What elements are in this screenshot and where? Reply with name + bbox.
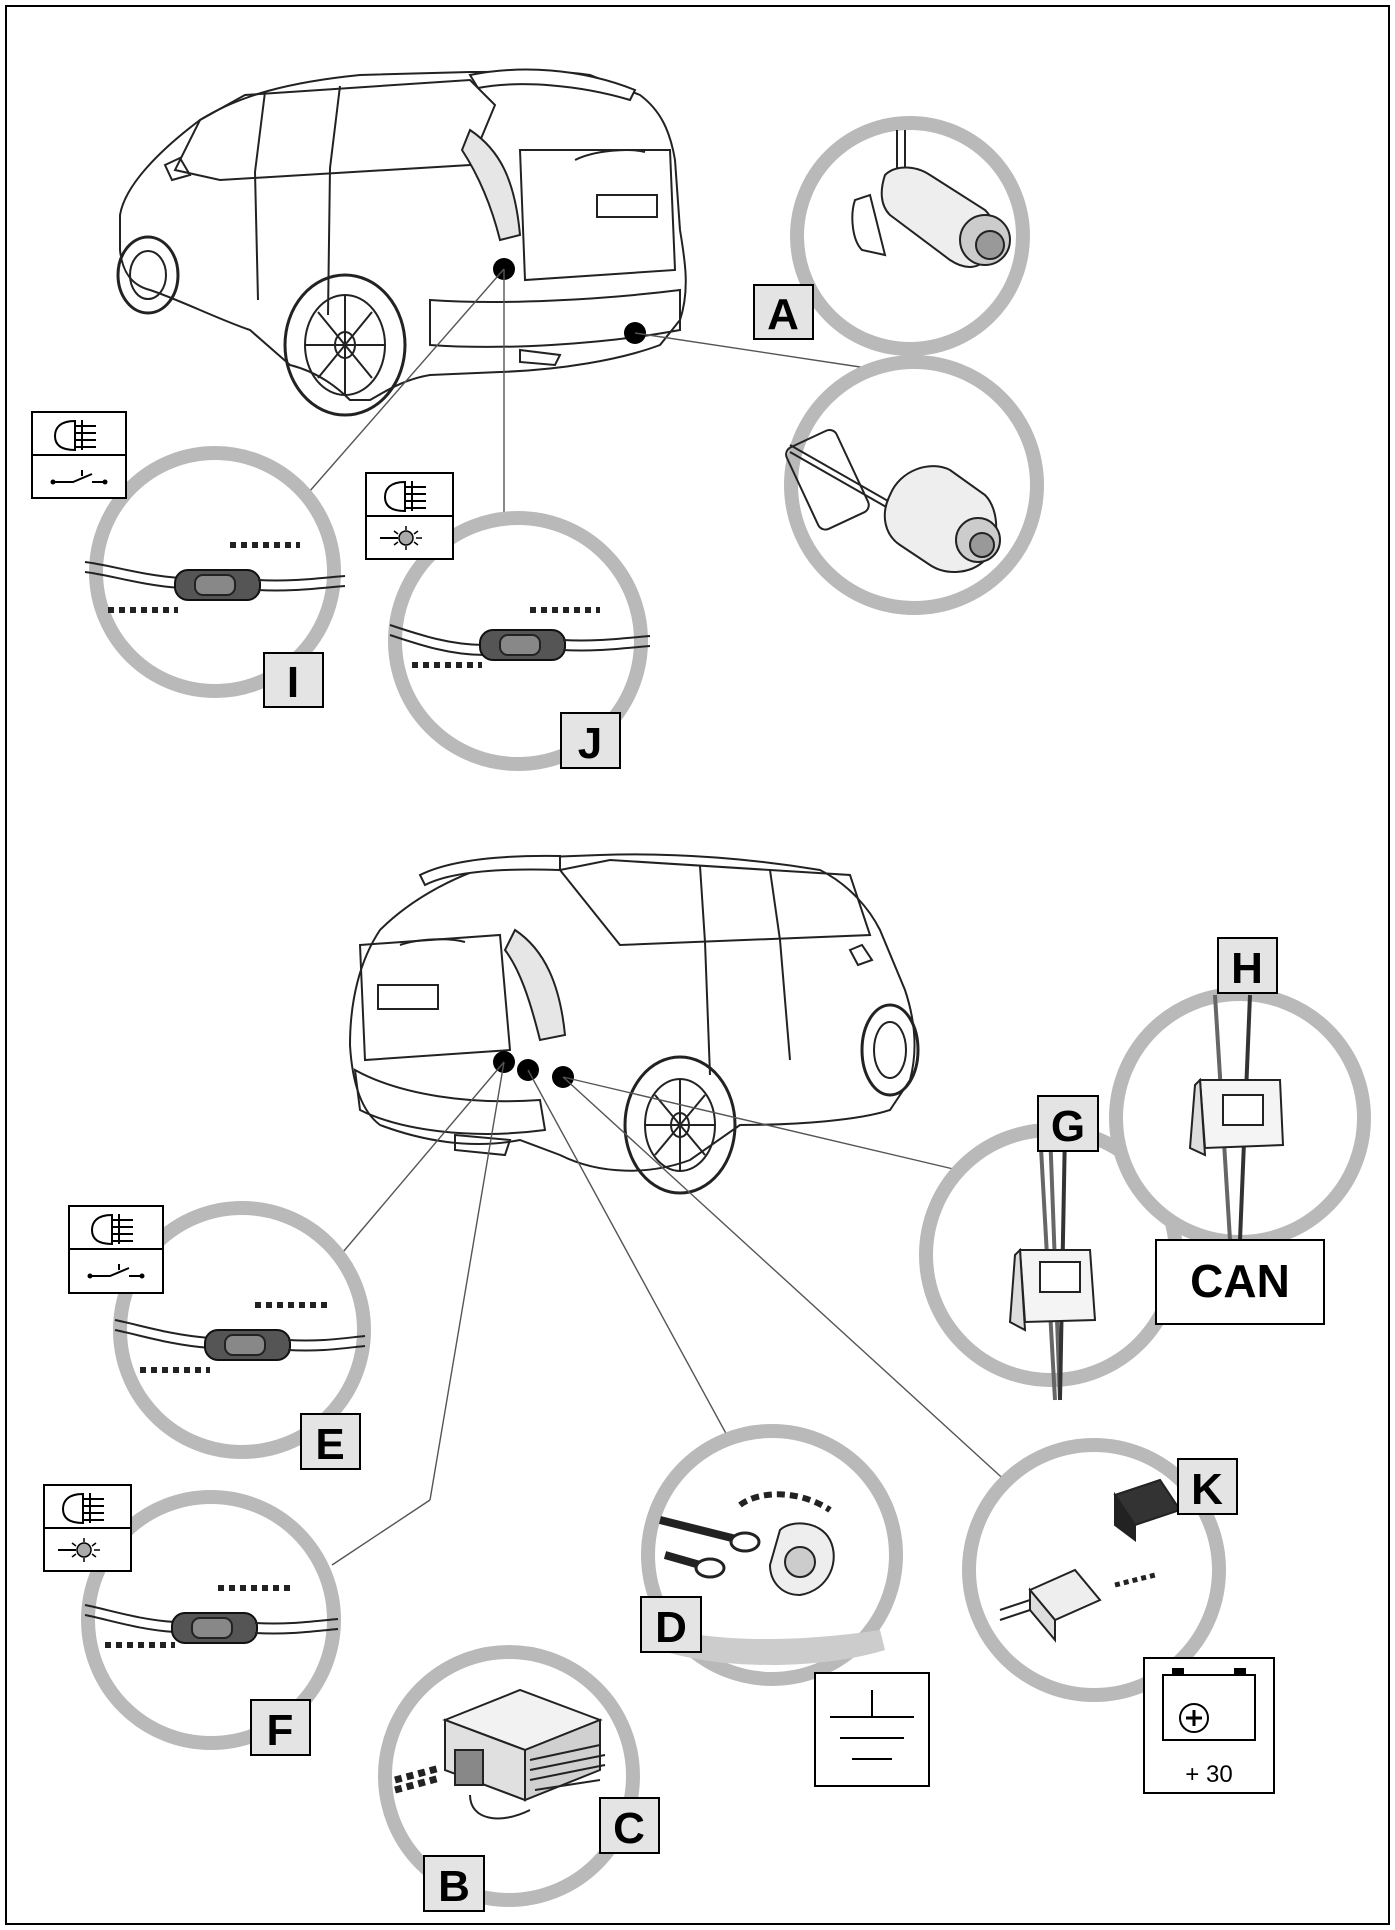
- label-f-box: F: [250, 1699, 311, 1756]
- brake-light-lamp-icon-f: [43, 1484, 132, 1572]
- car-rear-three-quarter-bottom: [348, 853, 920, 1195]
- label-k-box: K: [1177, 1458, 1238, 1515]
- label-d: D: [655, 1603, 687, 1652]
- brake-light-lamp-icon-j: [365, 472, 454, 560]
- detail-ground-terminal: [641, 1424, 903, 1686]
- page-frame: [5, 5, 1390, 1925]
- label-a: A: [767, 290, 799, 339]
- label-i-box: I: [263, 652, 324, 708]
- brake-light-switch-icon-e: [68, 1205, 164, 1294]
- detail-can-clip-h: [1109, 987, 1371, 1249]
- label-c: C: [613, 1804, 645, 1853]
- label-b: B: [438, 1862, 470, 1911]
- leader-lines-bottom: [331, 1061, 1011, 1566]
- detail-splice-f: [81, 1490, 341, 1750]
- label-j: J: [578, 719, 602, 768]
- label-h: H: [1231, 944, 1263, 993]
- label-c-box: C: [599, 1797, 660, 1854]
- detail-control-module: [378, 1645, 640, 1907]
- car-rear-view-top: [116, 68, 687, 417]
- ground-icon: [814, 1672, 930, 1787]
- label-i: I: [287, 658, 299, 707]
- detail-splice-i: [84, 446, 346, 698]
- label-k: K: [1191, 1465, 1223, 1514]
- detail-power-connector: [962, 1438, 1226, 1702]
- detail-socket-top: [790, 116, 1030, 356]
- label-g-box: G: [1037, 1095, 1099, 1152]
- label-e: E: [315, 1420, 344, 1469]
- leader-lines-top: [301, 268, 881, 530]
- label-b-box: B: [423, 1855, 485, 1912]
- battery-icon: + 30: [1143, 1657, 1275, 1794]
- label-f: F: [267, 1706, 294, 1755]
- detail-splice-j: [388, 511, 651, 771]
- label-d-box: D: [640, 1596, 702, 1653]
- label-g: G: [1051, 1102, 1085, 1151]
- detail-splice-e: [113, 1201, 371, 1459]
- brake-light-switch-icon-i: [31, 411, 127, 499]
- label-e-box: E: [300, 1413, 361, 1470]
- label-j-box: J: [560, 712, 621, 769]
- detail-can-clip-g: [919, 1123, 1183, 1401]
- can-label: CAN: [1190, 1255, 1290, 1307]
- can-label-box: CAN: [1155, 1239, 1325, 1325]
- label-a-box: A: [753, 284, 814, 340]
- battery-label: + 30: [1185, 1761, 1232, 1788]
- detail-socket-bottom: [784, 355, 1044, 615]
- label-h-box: H: [1217, 937, 1278, 994]
